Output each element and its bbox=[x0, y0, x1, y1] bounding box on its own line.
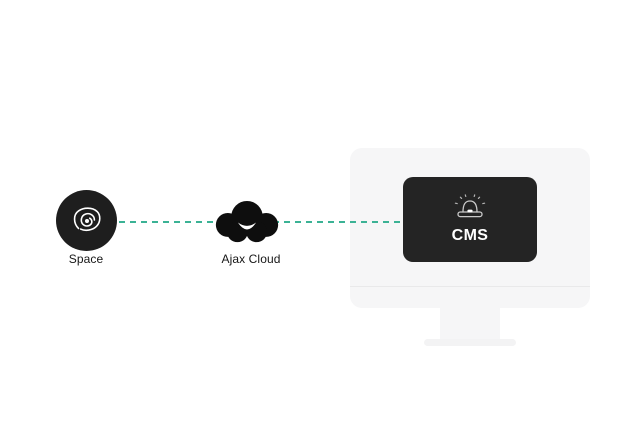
monitor-bezel-line bbox=[350, 286, 590, 287]
monitor-stand-neck bbox=[440, 307, 500, 341]
siren-icon bbox=[454, 194, 486, 218]
space-node-label: Space bbox=[68, 252, 104, 266]
cloud-node-label: Ajax Cloud bbox=[221, 252, 281, 266]
ajax-cloud-icon bbox=[215, 200, 279, 243]
cms-node-label: CMS bbox=[451, 227, 489, 244]
space-node bbox=[56, 190, 117, 251]
monitor-stand-base bbox=[424, 339, 516, 346]
galaxy-swirl-icon bbox=[73, 206, 101, 231]
cms-node: CMS bbox=[403, 177, 537, 262]
